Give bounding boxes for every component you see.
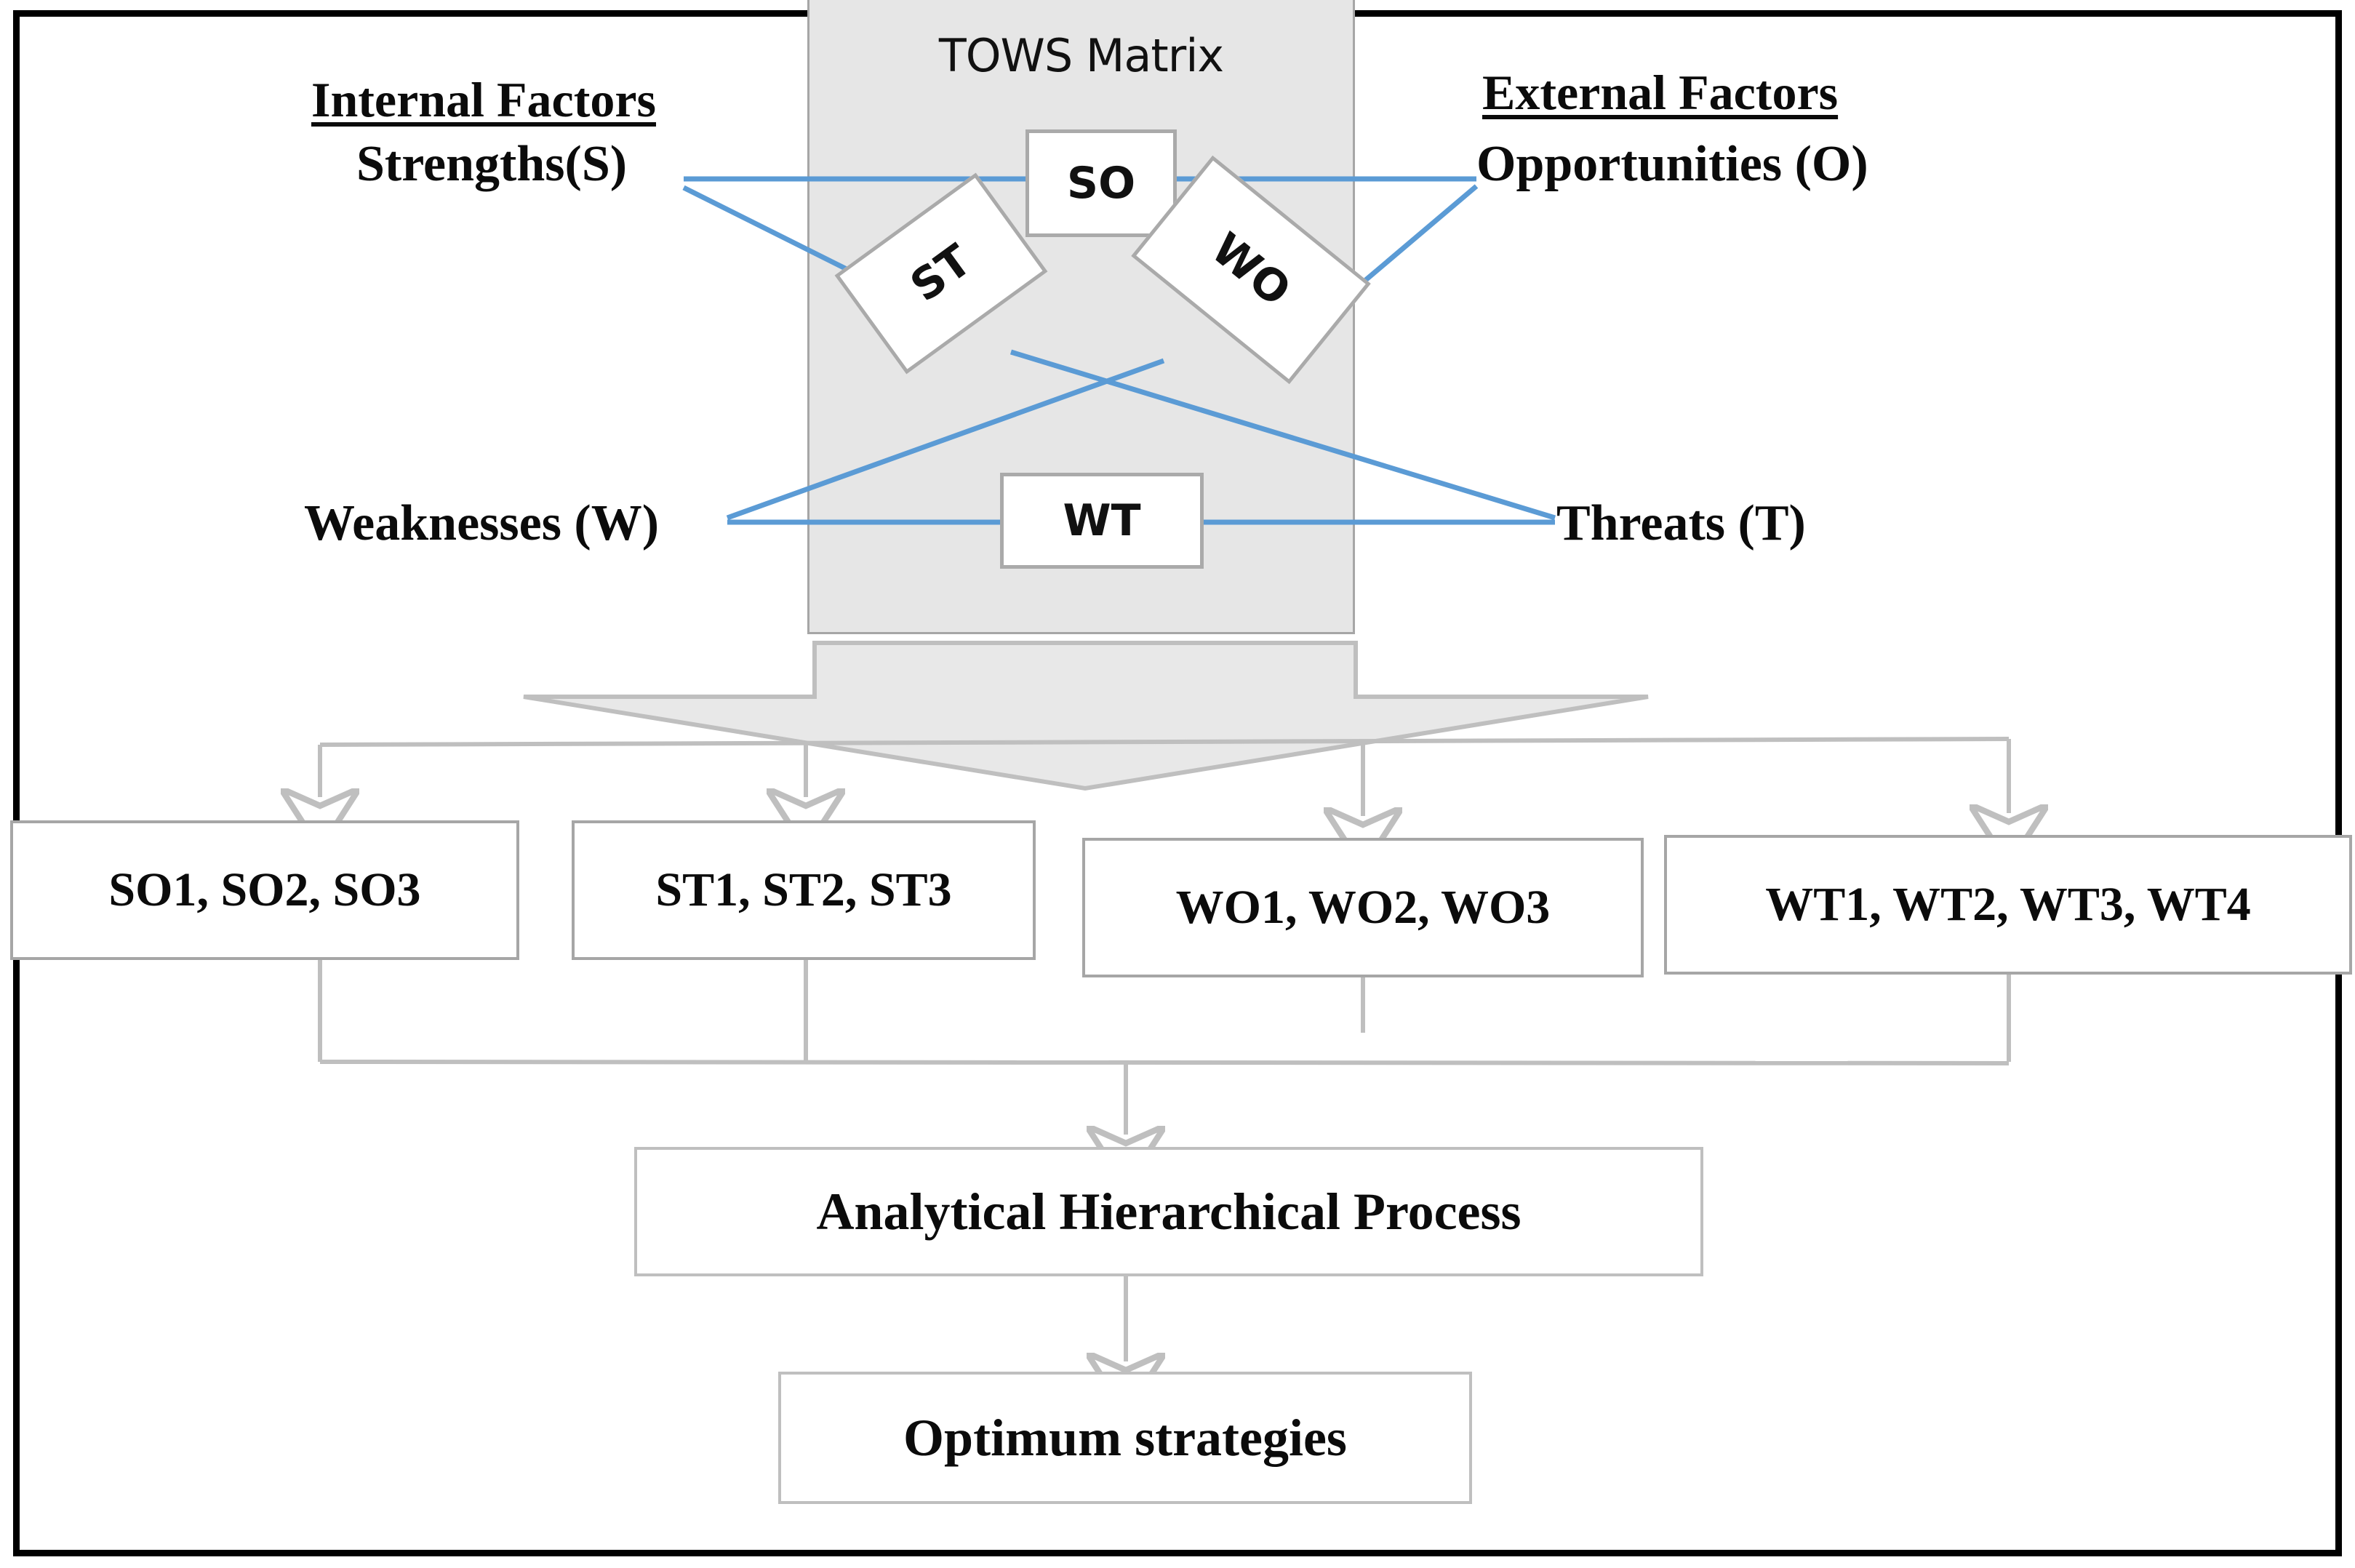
optimum-strategies-box: Optimum strategies: [778, 1372, 1472, 1504]
analytical-hierarchical-process-label: Analytical Hierarchical Process: [816, 1182, 1522, 1241]
strategy-box-so-label: SO1, SO2, SO3: [108, 863, 421, 916]
strategy-box-wt-label: WT1, WT2, WT3, WT4: [1765, 878, 2251, 931]
tows-matrix-title: TOWS Matrix: [938, 29, 1224, 82]
line-strengths-st: [682, 185, 863, 279]
analytical-hierarchical-process-box: Analytical Hierarchical Process: [634, 1147, 1703, 1276]
strengths-label: Strengths(S): [356, 136, 628, 192]
ahp-convergence-bus: [318, 960, 2011, 1135]
matrix-cell-st-label: ST: [901, 234, 981, 313]
line-weaknesses-wo: [726, 358, 1165, 521]
line-st-threats: [1009, 349, 1556, 521]
matrix-cell-so-label: SO: [1066, 158, 1136, 209]
weaknesses-label: Weaknesses (W): [304, 495, 660, 551]
big-down-arrow: [523, 641, 1649, 791]
matrix-cell-wt-label: WT: [1063, 495, 1141, 546]
matrix-cell-so: SO: [1025, 129, 1177, 237]
internal-factors-heading: Internal Factors: [311, 72, 657, 127]
strategy-distribution-bus: [320, 737, 2009, 816]
strategy-box-wo: WO1, WO2, WO3: [1082, 838, 1644, 977]
line-wo-opportunities: [1351, 184, 1479, 293]
strategy-box-wt: WT1, WT2, WT3, WT4: [1664, 835, 2352, 975]
matrix-cell-wt: WT: [1000, 473, 1204, 569]
strategy-box-so: SO1, SO2, SO3: [10, 820, 519, 960]
strategy-box-st: ST1, ST2, ST3: [572, 820, 1036, 960]
opportunities-label: Opportunities (O): [1476, 136, 1868, 192]
strategy-box-wo-label: WO1, WO2, WO3: [1175, 881, 1551, 934]
threats-label: Threats (T): [1556, 495, 1806, 551]
strategy-box-st-label: ST1, ST2, ST3: [655, 863, 952, 916]
optimum-strategies-label: Optimum strategies: [903, 1408, 1347, 1467]
relation-lines: [682, 176, 1556, 525]
matrix-cell-wo-label: WO: [1202, 223, 1300, 317]
external-factors-heading: External Factors: [1482, 65, 1839, 120]
